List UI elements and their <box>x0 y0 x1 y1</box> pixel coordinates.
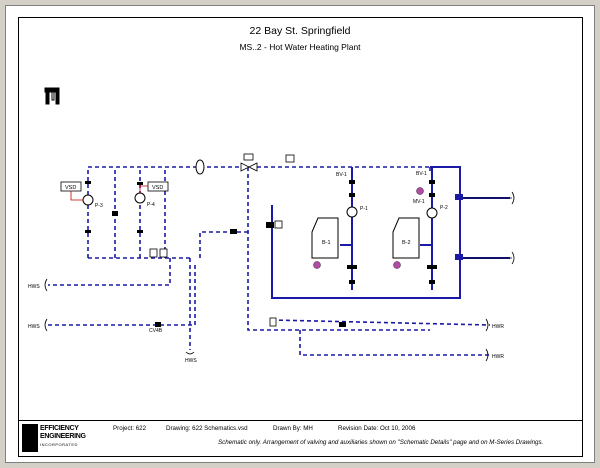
svg-text:VSD: VSD <box>65 185 76 191</box>
secondary-loop-piping <box>48 166 491 356</box>
vsd-left: VSD <box>60 181 83 201</box>
drawing-title: 22 Bay St. Springfield <box>249 25 351 37</box>
drawn-by-field: Drawn By: MH <box>273 425 313 432</box>
three-way-valve <box>240 153 258 172</box>
schematic-note: Schematic only. Arrangement of valving a… <box>218 439 544 446</box>
bv1-left-label: BV-1 <box>336 172 347 178</box>
bv1-right-label: BV-1 <box>416 171 427 177</box>
pump-p2-icon: P-2 <box>426 205 448 219</box>
revision-date-field: Revision Date: Oct 10, 2006 <box>338 425 416 432</box>
svg-text:P-4: P-4 <box>147 202 155 208</box>
company-logo: EFFICIENCY ENGINEERING INCORPORATED <box>22 424 96 454</box>
hx-block <box>149 248 168 258</box>
pump-p3-icon: P-3 <box>82 194 103 209</box>
svg-text:B-1: B-1 <box>322 240 331 246</box>
secondary-valves <box>85 181 346 327</box>
primary-valves <box>347 180 463 284</box>
hws-label-1: HWS <box>28 284 40 290</box>
svg-text:P-2: P-2 <box>440 205 448 211</box>
project-field: Project: 622 <box>113 425 147 432</box>
hwr-label-1: HWR <box>492 324 504 330</box>
logo-line-3: INCORPORATED <box>40 442 78 447</box>
title-block: EFFICIENCY ENGINEERING INCORPORATED Proj… <box>18 420 583 458</box>
sensor-box <box>266 154 295 327</box>
svg-text:B-2: B-2 <box>402 240 411 246</box>
pipe-end-arrows <box>44 191 515 362</box>
primary-loop-piping <box>271 166 510 299</box>
logo-line-1: EFFICIENCY <box>40 425 79 432</box>
logo-line-2: ENGINEERING <box>40 433 86 440</box>
drawing-border <box>18 17 583 457</box>
supply-return-lines <box>460 197 512 259</box>
drawing-field: Drawing: 622 Schematics.vsd <box>166 425 248 432</box>
svg-text:P-1: P-1 <box>360 206 368 212</box>
drawing-subtitle: MS..2 - Hot Water Heating Plant <box>239 42 361 52</box>
boiler-b1: B-1 <box>311 217 339 259</box>
hws-label-2: HWS <box>28 324 40 330</box>
svg-text:P-3: P-3 <box>95 203 103 209</box>
building-icon <box>44 87 60 105</box>
mv1-label: MV-1 <box>413 199 425 205</box>
cv-label: CV4B <box>149 328 163 334</box>
expansion-tank <box>195 159 205 175</box>
pump-p1-icon: P-1 <box>346 206 368 218</box>
hwr-label-2: HWR <box>492 354 504 360</box>
hws-bottom-label: HWS <box>185 358 197 364</box>
svg-text:VSD: VSD <box>152 185 163 191</box>
pump-p4-icon: P-4 <box>134 192 155 208</box>
boiler-b2: B-2 <box>392 217 420 259</box>
vsd-right: VSD <box>139 181 169 193</box>
drawing-sheet <box>5 5 595 463</box>
equipment-tags <box>313 187 424 269</box>
